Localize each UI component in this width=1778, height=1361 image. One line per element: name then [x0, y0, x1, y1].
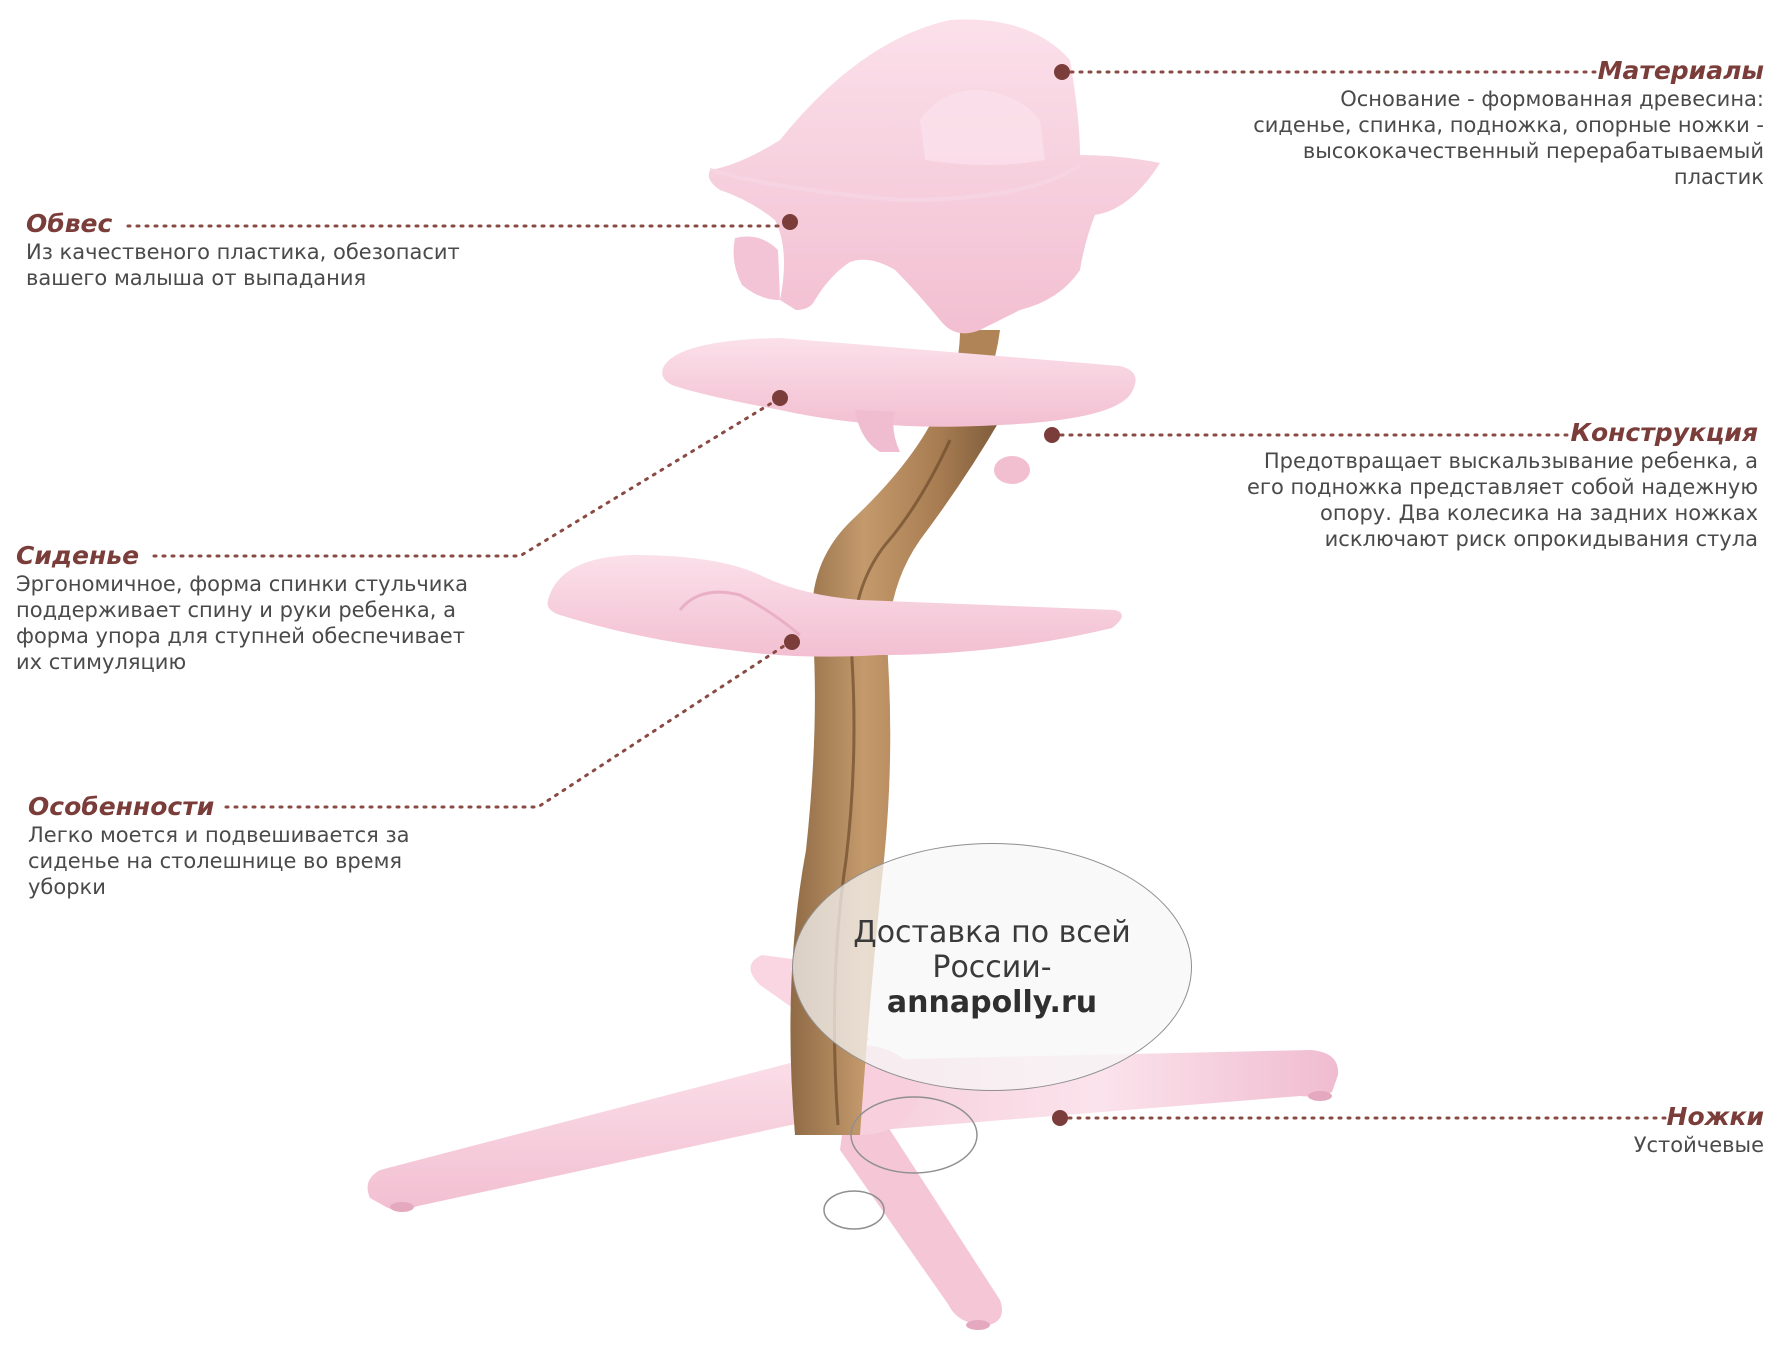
- callout-features-line: Легко моется и подвешивается за: [28, 823, 410, 847]
- callout-construction-line: исключают риск опрокидывания стула: [1324, 527, 1758, 551]
- callout-materials-line: пластик: [1673, 165, 1764, 189]
- callout-materials-line: сиденье, спинка, подножка, опорные ножки…: [1253, 113, 1764, 137]
- callout-seat-line: их стимуляцию: [16, 650, 187, 674]
- footrest: [547, 555, 1122, 657]
- callout-seat-line: форма упора для ступней обеспечивает: [16, 624, 465, 648]
- callout-harness: Обвес Из качественого пластика, обезопас…: [26, 209, 526, 291]
- highlight-circle-wheel: [850, 1096, 978, 1174]
- callout-seat-title: Сиденье: [16, 541, 140, 570]
- leader-dot-materials: [1054, 64, 1070, 80]
- leader-dot-features: [784, 634, 800, 650]
- callout-seat-line: поддерживает спину и руки ребенка, а: [16, 598, 456, 622]
- foot-front: [966, 1320, 990, 1330]
- callout-harness-line: вашего малыша от выпадания: [26, 266, 367, 290]
- callout-materials-line: Основание - формованная древесина:: [1340, 87, 1764, 111]
- leg-left: [367, 1050, 860, 1210]
- adjust-knob: [994, 456, 1030, 484]
- callout-features-title: Особенности: [28, 792, 215, 821]
- leader-dot-legs: [1052, 1110, 1068, 1126]
- callout-leaders: [126, 64, 1668, 1126]
- ad-line: России-: [932, 949, 1052, 985]
- callout-construction-title: Конструкция: [1570, 418, 1758, 447]
- leader-dot-seat: [772, 390, 788, 406]
- callout-features-line: сиденье на столешнице во время: [28, 849, 403, 873]
- callout-legs: Ножки Устойчевые: [1464, 1102, 1764, 1158]
- callout-construction-line: опору. Два колесика на задних ножках: [1320, 501, 1758, 525]
- leader-dot-construction: [1044, 427, 1060, 443]
- callout-construction-line: Предотвращает выскальзывание ребенка, а: [1263, 449, 1758, 473]
- callout-materials: Материалы Основание - формованная древес…: [1164, 56, 1764, 190]
- callout-features: Особенности Легко моется и подвешивается…: [28, 792, 508, 900]
- ad-site-link[interactable]: annapolly.ru: [886, 984, 1098, 1020]
- callout-legs-title: Ножки: [1666, 1102, 1764, 1131]
- leader-features: [224, 640, 792, 809]
- callout-construction: Конструкция Предотвращает выскальзывание…: [1158, 418, 1758, 552]
- seat-guard: [708, 19, 1160, 334]
- seat-plate: [662, 338, 1136, 452]
- callout-materials-line: высококачественный перерабатываемый: [1302, 139, 1764, 163]
- wheel-back-right: [1308, 1091, 1332, 1101]
- callout-legs-line: Устойчевые: [1633, 1133, 1764, 1157]
- callout-materials-title: Материалы: [1597, 56, 1764, 85]
- callout-harness-line: Из качественого пластика, обезопасит: [26, 240, 460, 264]
- leader-dot-harness: [782, 214, 798, 230]
- leg-front: [840, 1070, 1003, 1326]
- callout-construction-line: его подножка представляет собой надежную: [1246, 475, 1758, 499]
- leader-seat: [152, 396, 782, 558]
- callout-features-line: уборки: [28, 875, 106, 899]
- callout-seat-line: Эргономичное, форма спинки стульчика: [16, 572, 468, 596]
- delivery-ad-bubble: Доставка по всей России- annapolly.ru: [792, 843, 1192, 1091]
- ad-line: Доставка по всей: [853, 914, 1131, 950]
- callout-seat: Сиденье Эргономичное, форма спинки стуль…: [16, 541, 536, 675]
- callout-harness-title: Обвес: [26, 209, 113, 238]
- highlight-circle-foot: [823, 1190, 885, 1230]
- wheel-back-left: [390, 1202, 414, 1212]
